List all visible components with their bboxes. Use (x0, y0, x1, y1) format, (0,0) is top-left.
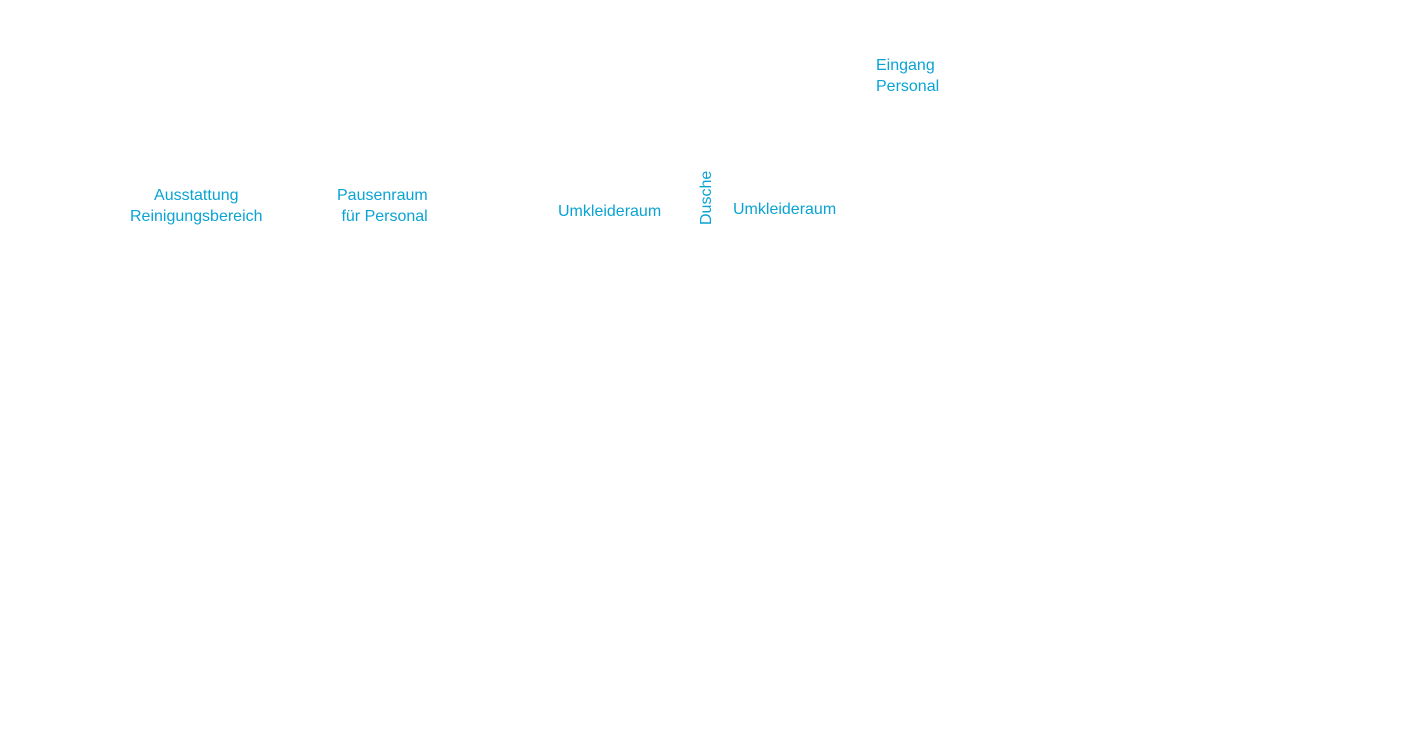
label-eingang-line-1: Eingang (876, 57, 935, 74)
label-dusche: Dusche (698, 170, 715, 225)
label-ausstattung-reinigungsbereich: Ausstattung Reinigungsbereich (130, 185, 263, 227)
label-ausstattung-line-2: Reinigungsbereich (130, 208, 263, 225)
label-umkleideraum-1: Umkleideraum (558, 203, 662, 220)
label-pausenraum: Pausenraum für Personal (337, 185, 428, 227)
label-eingang-personal: Eingang Personal (876, 55, 939, 97)
label-pausenraum-line-2: für Personal (341, 208, 428, 225)
label-eingang-line-2: Personal (876, 78, 940, 95)
label-umkleideraum-2: Umkleideraum (733, 201, 837, 218)
label-pausenraum-line-1: Pausenraum (337, 187, 428, 204)
label-ausstattung-line-1: Ausstattung (154, 187, 239, 204)
